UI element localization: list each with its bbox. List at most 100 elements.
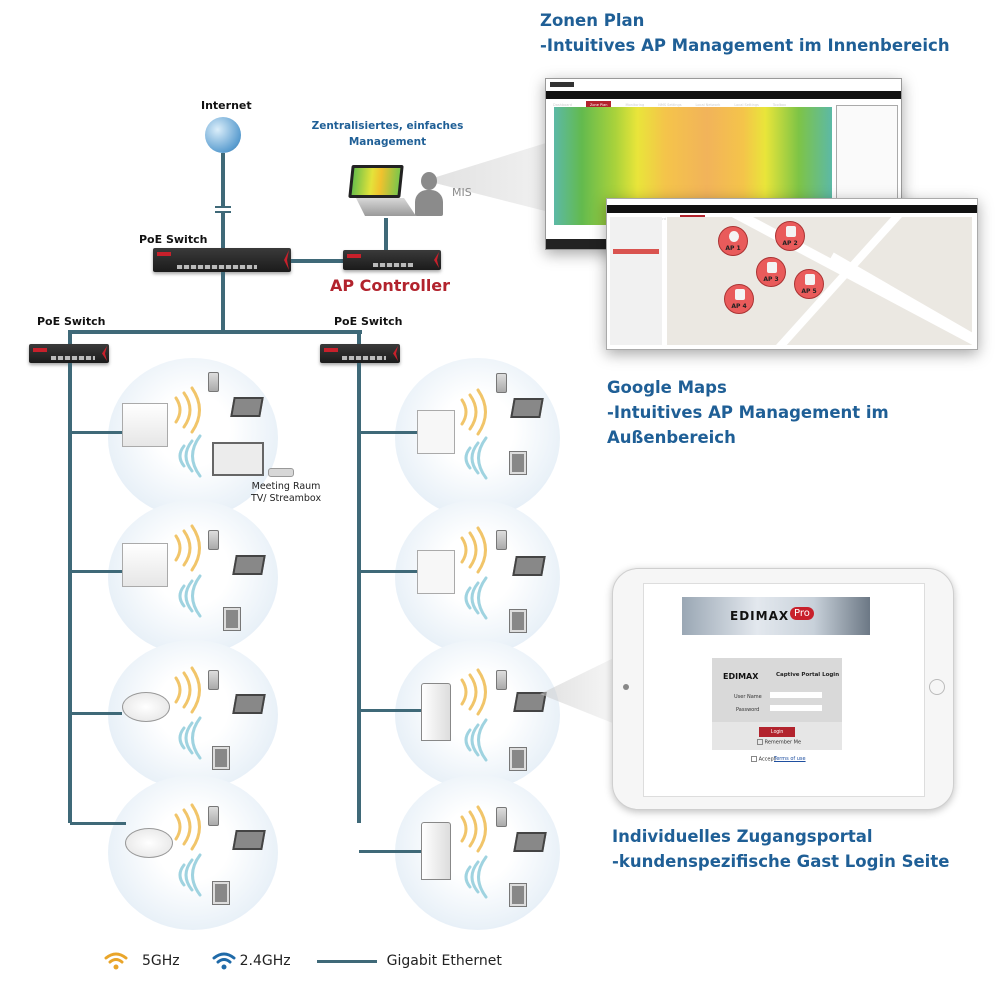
zone-plan-title: Zonen Plan: [540, 11, 645, 30]
zone-plan-callout: Zonen Plan -Intuitives AP Management im …: [540, 8, 950, 58]
portal-title: Individuelles Zugangsportal: [612, 827, 873, 846]
tablet-icon: [509, 883, 527, 907]
poe-switch-top-label: PoE Switch: [139, 233, 208, 246]
remember-me-checkbox[interactable]: Remember Me: [757, 739, 801, 746]
tablet-camera-icon: [623, 684, 629, 690]
wire-break-icon: [215, 211, 231, 213]
ceiling-ap-icon: [125, 828, 173, 858]
branch-wire: [70, 570, 122, 573]
phone-icon: [208, 806, 219, 826]
wire-break-icon: [215, 206, 231, 208]
phone-icon: [496, 530, 507, 550]
laptop-icon: [232, 555, 266, 575]
phone-icon: [208, 530, 219, 550]
checkbox-icon: [751, 756, 757, 762]
accept-terms-checkbox[interactable]: Accept: [751, 756, 776, 763]
banner-pro-badge: Pro: [790, 607, 814, 620]
phone-icon: [496, 670, 507, 690]
legend-24ghz-label: 2.4GHz: [239, 953, 291, 969]
poe-switch-left: [29, 344, 109, 363]
map-sidebar: [610, 217, 662, 345]
username-input[interactable]: [770, 692, 822, 698]
laptop-icon: [230, 397, 264, 417]
laptop-icon: [510, 398, 544, 418]
map-ap-pin-2[interactable]: AP 2: [775, 221, 805, 251]
outdoor-ap-icon: [417, 410, 455, 454]
legend: 5GHz 2.4GHz Gigabit Ethernet: [104, 952, 502, 970]
portal-subtitle: -kundenspezifische Gast Login Seite: [612, 852, 950, 871]
internet-wire: [221, 153, 225, 208]
ethernet-line-icon: [316, 959, 377, 963]
branch-wire: [359, 570, 417, 573]
zone-plan-subtitle: -Intuitives AP Management im Innenbereic…: [540, 36, 950, 55]
legend-ethernet-label: Gigabit Ethernet: [386, 953, 502, 969]
wifi-5ghz-icon: [104, 952, 128, 970]
globe-icon: [205, 117, 241, 153]
poe-switch-right: [320, 344, 400, 363]
map-ap-pin-5[interactable]: AP 5: [794, 269, 824, 299]
map-ap-pin-4[interactable]: AP 4: [724, 284, 754, 314]
left-drop-wire: [68, 330, 72, 344]
phone-icon: [208, 372, 219, 392]
password-input[interactable]: [770, 705, 822, 711]
tablet-icon: [509, 609, 527, 633]
branch-wire: [70, 822, 126, 825]
laptop-icon: [232, 694, 266, 714]
map-ap-pin-1[interactable]: AP 1: [718, 226, 748, 256]
poe-switch-top: [153, 248, 291, 272]
captive-portal-screen: EDIMAX Pro EDIMAX Captive Portal Login U…: [643, 583, 925, 797]
left-bus-wire: [68, 363, 72, 823]
meeting-line2: TV/ Streambox: [251, 493, 322, 504]
meeting-caption: Meeting Raum TV/ Streambox: [251, 481, 321, 505]
management-laptop-icon: [348, 165, 404, 198]
tablet-frame: EDIMAX Pro EDIMAX Captive Portal Login U…: [612, 568, 954, 810]
tablet-icon: [509, 451, 527, 475]
tablet-icon: [223, 607, 241, 631]
terms-of-use-link[interactable]: Terms of use: [774, 756, 806, 762]
banner-brand: EDIMAX: [730, 609, 790, 623]
laptop-controller-wire: [384, 218, 388, 250]
tv-icon: [212, 442, 264, 476]
map-ap-pin-3[interactable]: AP 3: [756, 257, 786, 287]
laptop-icon: [513, 692, 547, 712]
sector-ap-icon: [421, 683, 451, 741]
right-bus-wire: [357, 363, 361, 823]
login-brand: EDIMAX: [723, 672, 759, 681]
username-label: User Name: [734, 694, 762, 700]
branch-wire: [359, 431, 417, 434]
management-line2: Management: [348, 136, 427, 148]
login-box: EDIMAX Captive Portal Login User Name Pa…: [712, 658, 842, 750]
google-maps-subtitle: -Intuitives AP Management im Außenbereic…: [607, 403, 889, 447]
branch-wire: [359, 709, 421, 712]
branch-wire: [70, 431, 122, 434]
google-maps-callout: Google Maps -Intuitives AP Management im…: [607, 375, 1000, 450]
coverage-bubble: [395, 640, 560, 790]
switch-controller-wire: [291, 259, 343, 263]
branch-wire: [70, 712, 122, 715]
poe-switch-left-label: PoE Switch: [37, 315, 106, 328]
password-label: Password: [736, 707, 760, 713]
mis-label: MIS: [452, 186, 472, 199]
phone-icon: [496, 807, 507, 827]
edimax-pro-banner: EDIMAX Pro: [682, 597, 870, 635]
login-button[interactable]: Login: [759, 727, 795, 737]
wifi-24ghz-icon: [212, 952, 236, 970]
phone-icon: [496, 373, 507, 393]
streambox-icon: [268, 468, 294, 477]
poe-switch-right-label: PoE Switch: [334, 315, 403, 328]
laptop-icon: [232, 830, 266, 850]
laptop-keyboard-icon: [356, 198, 416, 216]
management-caption: Zentralisiertes, einfaches Management: [310, 118, 465, 150]
ap-controller-label: AP Controller: [330, 276, 451, 295]
tablet-home-button: [929, 679, 945, 695]
branch-wire: [359, 850, 421, 853]
management-line1: Zentralisiertes, einfaches: [311, 120, 464, 132]
google-maps-title: Google Maps: [607, 378, 727, 397]
ceiling-ap-icon: [122, 692, 170, 722]
internet-label: Internet: [201, 99, 252, 112]
checkbox-icon: [757, 739, 763, 745]
internet-wire-lower: [221, 213, 225, 248]
panel-ap-icon: [122, 403, 168, 447]
meeting-line1: Meeting Raum: [251, 481, 321, 492]
